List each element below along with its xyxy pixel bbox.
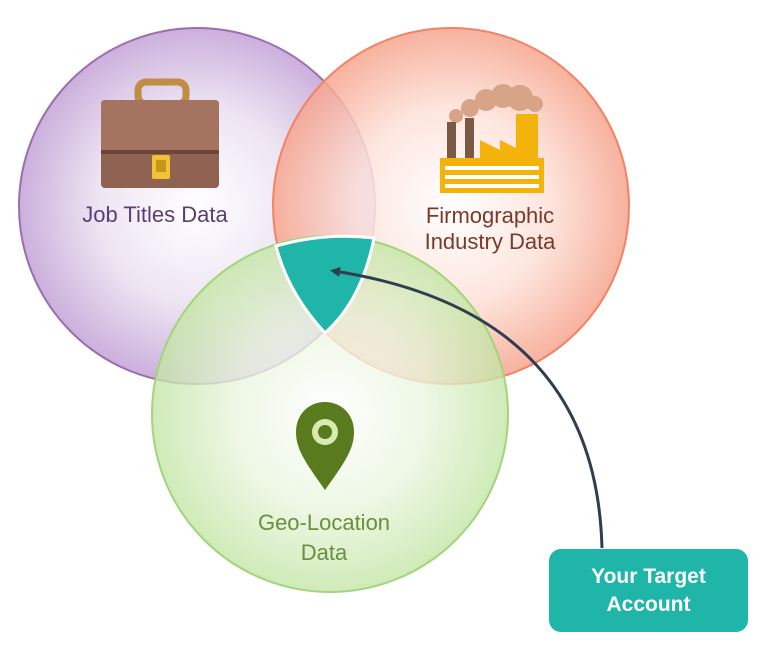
target-account-line1: Your Target: [591, 564, 706, 588]
geo-location-label-line1: Geo-Location: [258, 510, 390, 535]
map-pin-icon: [296, 402, 354, 490]
target-account-button[interactable]: Your Target Account: [549, 549, 748, 632]
target-intersection: [274, 234, 376, 336]
geo-location-label-line2: Data: [301, 540, 348, 565]
firmographic-label-line2: Industry Data: [425, 229, 557, 254]
job-titles-label: Job Titles Data: [82, 202, 228, 227]
target-arrow: [330, 266, 604, 549]
target-account-line2: Account: [606, 592, 691, 616]
briefcase-icon: [101, 78, 219, 188]
factory-icon: [440, 84, 544, 193]
firmographic-label-line1: Firmographic: [426, 203, 554, 228]
